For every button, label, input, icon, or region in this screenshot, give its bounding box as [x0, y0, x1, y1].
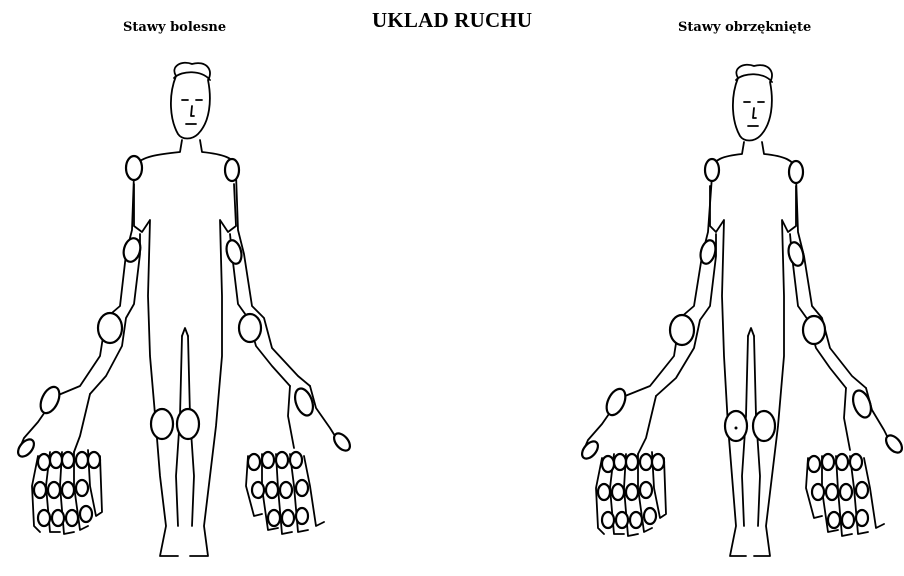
- left-finger-joint: [76, 480, 88, 496]
- hair-outline: [174, 72, 210, 80]
- right-finger-joint: [822, 454, 834, 470]
- right-finger-joint: [282, 510, 294, 526]
- right-finger-joint: [842, 512, 854, 528]
- left-finger-joint: [34, 482, 46, 498]
- left-shoulder-joint: [126, 156, 142, 180]
- crotch: [182, 328, 188, 336]
- left-thumb-joint: [603, 386, 629, 418]
- right-upper-arm: [790, 176, 866, 388]
- left-finger-joint: [598, 484, 610, 500]
- right-finger-joint: [836, 454, 848, 470]
- right-finger-joint: [276, 452, 288, 468]
- left-finger-joint: [612, 484, 624, 500]
- left-finger-joint: [626, 484, 638, 500]
- torso-outline: [134, 140, 236, 168]
- page-title: UKLAD RUCHU: [372, 8, 532, 33]
- right-finger-joint: [262, 452, 274, 468]
- left-thumb-ip-joint: [579, 438, 601, 461]
- left-knee-joint: [151, 409, 173, 439]
- face-nose: [191, 106, 194, 116]
- left-finger-joint: [616, 512, 628, 528]
- right-knee-joint: [753, 411, 775, 441]
- painful-joints-label: Stawy bolesne: [123, 20, 226, 35]
- left-finger-joint: [62, 482, 74, 498]
- right-finger-joint: [850, 454, 862, 470]
- swollen-joints-label: Stawy obrzęknięte: [678, 20, 811, 35]
- right-finger-joint: [290, 452, 302, 468]
- left-finger-joint: [652, 454, 664, 470]
- left-finger-joint: [630, 512, 642, 528]
- right-finger-joint: [266, 482, 278, 498]
- right-finger-joint: [268, 510, 280, 526]
- left-finger-joint: [640, 482, 652, 498]
- painful-joints-body-diagram: [10, 56, 370, 572]
- left-wrist-joint: [670, 315, 694, 345]
- left-finger-joint: [48, 482, 60, 498]
- head: [733, 65, 772, 141]
- swollen-joints-body-diagram: [576, 56, 904, 572]
- left-finger-joint: [602, 456, 614, 472]
- left-thumb-joint: [37, 384, 63, 416]
- left-finger-joint: [644, 508, 656, 524]
- knee-marker-dot: [735, 427, 738, 430]
- head: [171, 63, 210, 139]
- right-elbow-joint: [786, 241, 806, 268]
- left-finger-joint: [88, 452, 100, 468]
- right-finger-joint: [840, 484, 852, 500]
- left-finger-joint: [602, 512, 614, 528]
- hair-outline: [736, 74, 772, 82]
- right-finger-joint: [252, 482, 264, 498]
- torso-right-side: [190, 184, 236, 556]
- face-nose: [753, 108, 756, 118]
- right-finger-joint: [296, 480, 308, 496]
- right-finger-joint: [248, 454, 260, 470]
- right-finger-joint: [808, 456, 820, 472]
- left-finger-joint: [62, 452, 74, 468]
- right-shoulder-joint: [225, 159, 239, 181]
- left-finger-joint: [52, 510, 64, 526]
- left-wrist-joint: [98, 313, 122, 343]
- right-shoulder-joint: [789, 161, 803, 183]
- right-thumb-joint: [292, 386, 317, 418]
- right-finger-joint: [812, 484, 824, 500]
- left-finger-joint: [38, 454, 50, 470]
- right-wrist-joint: [803, 316, 825, 344]
- left-finger-joint: [38, 510, 50, 526]
- right-finger-joint: [280, 482, 292, 498]
- torso-outline: [712, 142, 796, 170]
- left-finger-joint: [66, 510, 78, 526]
- right-finger-joint: [826, 484, 838, 500]
- crotch: [748, 328, 754, 336]
- right-finger-joint: [296, 508, 308, 524]
- torso-right-side: [754, 186, 796, 556]
- right-finger-joint: [856, 510, 868, 526]
- right-wrist-joint: [239, 314, 261, 342]
- left-shoulder-joint: [705, 159, 719, 181]
- left-finger-joint: [614, 454, 626, 470]
- right-finger-joint: [856, 482, 868, 498]
- right-thumb-joint: [850, 388, 875, 420]
- left-finger-joint: [50, 452, 62, 468]
- left-upper-arm: [620, 176, 716, 398]
- left-finger-joint: [76, 452, 88, 468]
- right-knee-joint: [177, 409, 199, 439]
- left-knee-joint: [725, 411, 747, 441]
- left-thumb-ip-joint: [15, 436, 37, 459]
- right-upper-arm: [230, 174, 310, 386]
- left-finger-joint: [80, 506, 92, 522]
- left-upper-arm: [56, 174, 140, 396]
- left-finger-joint: [626, 454, 638, 470]
- right-finger-joint: [828, 512, 840, 528]
- left-finger-joint: [640, 454, 652, 470]
